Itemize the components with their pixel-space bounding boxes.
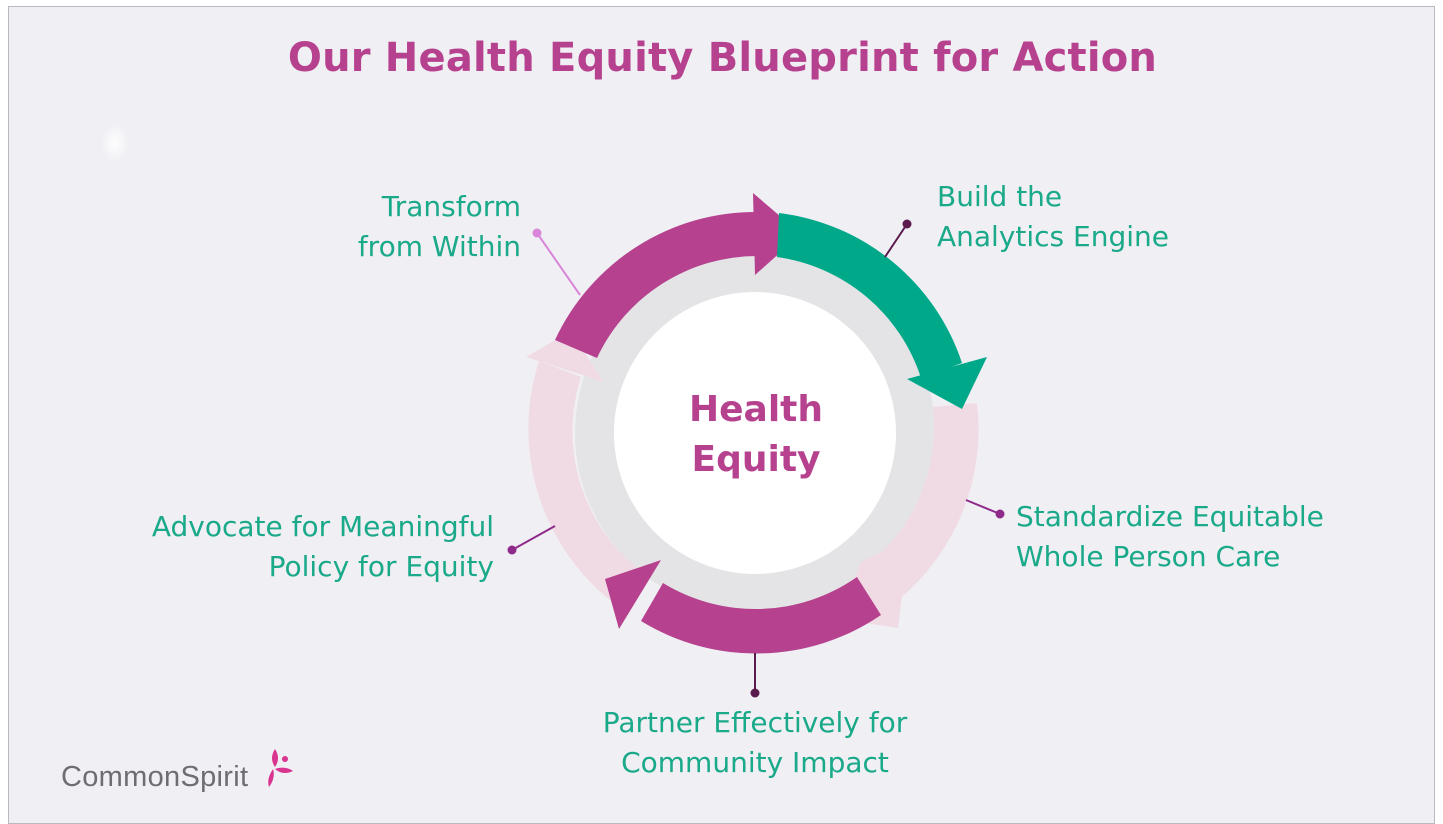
connector-transform [536,232,581,296]
commonspirit-logo: CommonSpirit [61,747,321,807]
connector-dot-transform [532,228,542,238]
center-label-line2: Equity [691,439,821,480]
label-advocate-policy: Advocate for Meaningful Policy for Equit… [151,510,494,583]
center-circle [614,292,896,574]
connector-advocate [511,525,556,551]
magenta-arrowhead-top [753,193,801,275]
center-label: Health Equity [616,385,896,485]
magenta-arc-bottom [641,577,881,654]
label-partner-community: Partner Effectively for Community Impact [602,706,908,779]
slide: Our Health Equity Blueprint for Action [8,6,1435,824]
slide-title: Our Health Equity Blueprint for Action [287,35,1158,81]
label-standardize-care: Standardize Equitable Whole Person Care [1016,500,1324,573]
logo-wordmark: CommonSpirit [61,761,249,793]
connector-analytics [884,223,908,258]
glow-decoration [101,123,129,163]
connector-dot-analytics [902,219,912,229]
connector-standardize [965,499,1001,515]
connector-dot-standardize [995,509,1005,519]
teal-arc [777,213,962,378]
pale-arc-left [528,361,649,612]
label-build-analytics-engine: Build the Analytics Engine [937,180,1170,253]
connector-dot-partner [750,688,760,698]
magenta-arrowhead-bottom [605,560,661,629]
teal-arrowhead [907,357,987,409]
pale-arrowhead-left [526,331,604,383]
label-transform-from-within: Transform from Within [357,190,521,263]
magenta-arc-top [555,211,758,358]
cycle-diagram [101,123,1005,698]
spark-icon [268,749,293,787]
center-label-line1: Health [688,389,823,430]
connector-dot-advocate [507,545,517,555]
